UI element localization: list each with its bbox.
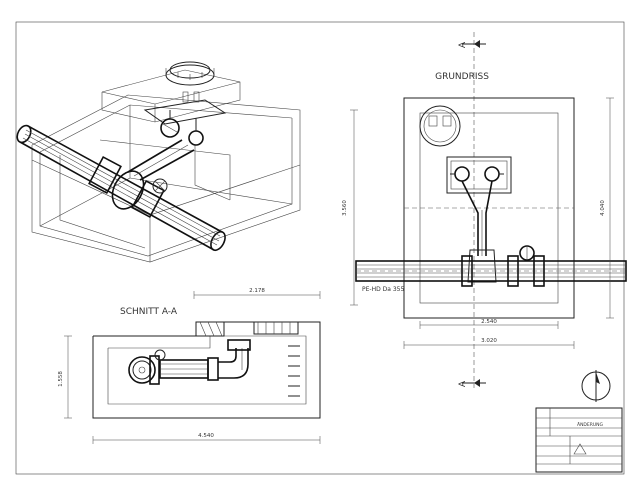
section-ladder <box>288 345 300 397</box>
plan-dimensions: 3.560 4.040 2.540 3.020 <box>342 97 614 349</box>
iso-flange-left <box>88 155 122 195</box>
title-block: ÄNDERUNG <box>535 407 623 473</box>
dim-section-top: 2.178 <box>249 288 265 294</box>
dim-plan-width-outer: 3.020 <box>481 338 497 344</box>
iso-riser <box>127 110 204 181</box>
section-riser-flange <box>227 339 251 351</box>
plan-flange-c <box>533 255 545 287</box>
title-block-revision-header: ÄNDERUNG <box>577 421 604 428</box>
dim-plan-width-inner: 2.540 <box>481 319 497 325</box>
iso-box <box>31 94 301 263</box>
section-manhole-cover <box>253 321 299 335</box>
north-arrow <box>581 370 611 402</box>
plan-flange-b <box>507 255 519 287</box>
plan-manhole <box>419 105 461 147</box>
plan-main-pipe <box>355 245 627 287</box>
section-dimensions: 1.558 4.540 <box>58 335 321 444</box>
iso-riser-valve-right <box>188 130 204 146</box>
iso-valve-wheel <box>152 178 168 194</box>
section-pipe <box>128 339 251 385</box>
plan-title: GRUNDRISS <box>435 72 489 82</box>
pipe-label: PE-HD Da 355 <box>362 286 404 293</box>
iso-flange-right <box>131 179 165 219</box>
plan-valve-right <box>484 166 500 182</box>
plan-tee <box>467 249 497 283</box>
iso-tee-body <box>111 170 145 210</box>
sheet-border <box>15 21 625 475</box>
iso-main-pipe <box>16 124 226 252</box>
section-view: SCHNITT A-A 2.178 <box>58 288 321 444</box>
iso-cover-plate <box>143 99 227 125</box>
dim-plan-height: 3.560 <box>342 200 348 216</box>
plan-view: GRUNDRISS A A <box>342 32 627 388</box>
dim-section-width: 4.540 <box>198 433 214 439</box>
section-valve-wheel <box>154 349 166 361</box>
section-mark-top: A <box>458 41 468 48</box>
plan-valve-chamber <box>446 156 512 194</box>
section-title: SCHNITT A-A <box>120 307 178 317</box>
plan-flange-a <box>461 255 473 287</box>
dim-section-height: 1.558 <box>58 371 64 387</box>
section-mark-bottom: A <box>458 380 468 387</box>
section-pipe-end <box>128 356 156 384</box>
dim-plan-height-right: 4.040 <box>600 200 606 216</box>
iso-chamber <box>101 61 241 125</box>
isometric-view <box>16 61 301 263</box>
plan-valve-left <box>454 166 470 182</box>
title-block-logo <box>573 443 587 455</box>
